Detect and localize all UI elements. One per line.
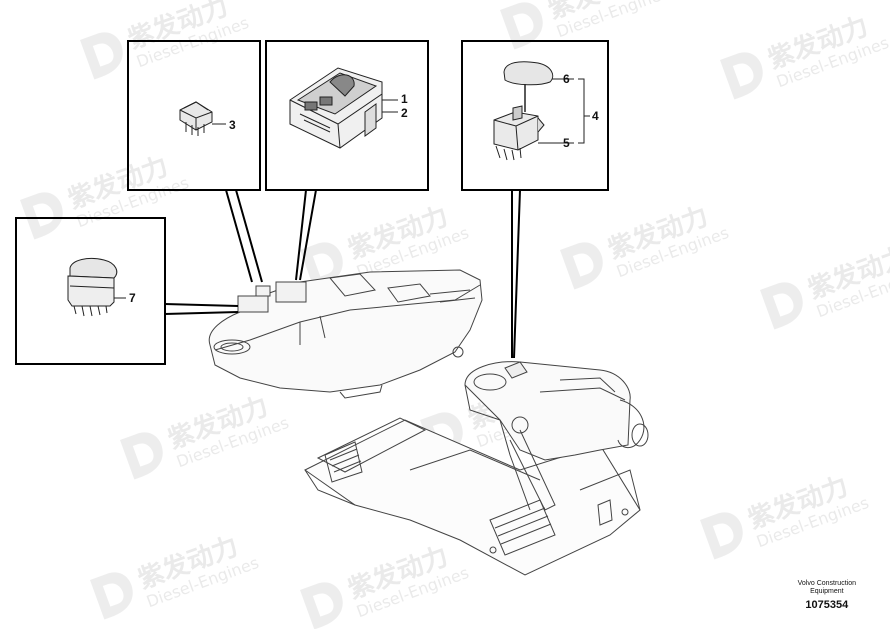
rocker-switch-part-3 [179, 101, 226, 136]
joystick-assembly-part-4-5-6 [493, 61, 590, 161]
callout-5: 5 [563, 136, 570, 150]
operator-seat-base [304, 361, 649, 576]
callout-4: 4 [592, 109, 599, 123]
manufacturer-line-2: Equipment [810, 588, 844, 595]
callout-6: 6 [563, 72, 570, 86]
drawing-footer: Volvo Construction Equipment 1075354 [798, 580, 856, 612]
callout-2: 2 [401, 106, 408, 120]
manufacturer-line-1: Volvo Construction [797, 580, 856, 587]
detail-frame-3 [127, 40, 261, 191]
detail-frame-7 [15, 217, 166, 365]
callout-1: 1 [401, 92, 408, 106]
drawing-number: 1075354 [805, 599, 849, 611]
joystick-part-7 [67, 257, 126, 317]
detail-frame-4-5-6 [461, 40, 609, 191]
switch-panel-part-1-2 [289, 67, 398, 149]
callout-7: 7 [129, 291, 136, 305]
detail-frame-1-2 [265, 40, 429, 191]
callout-3: 3 [229, 118, 236, 132]
leader-lines [164, 189, 521, 359]
left-control-console [208, 269, 483, 399]
